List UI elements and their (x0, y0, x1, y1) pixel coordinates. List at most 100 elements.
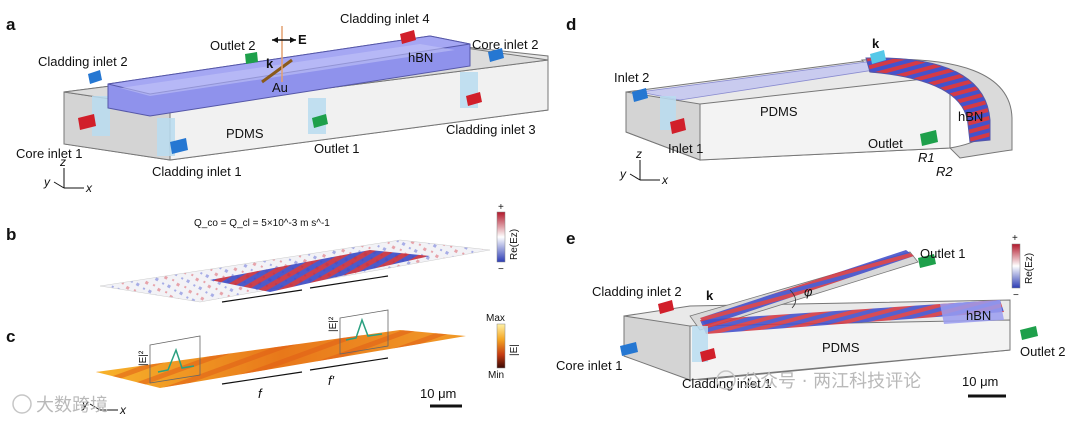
arrow-core-inlet-2 (488, 48, 504, 62)
watermark-wechat-icon (716, 370, 736, 390)
colorbar-b-plus: + (498, 202, 504, 213)
axes-triad-a: z x y (43, 155, 93, 195)
label-hbn-d: hBN (958, 109, 983, 124)
axes-triad-c: x y (81, 397, 127, 417)
colorbar-e-minus: − (1013, 290, 1019, 301)
label-pdms-a: PDMS (226, 126, 264, 141)
label-pdms-e: PDMS (822, 340, 860, 355)
watermark-left-text: 大数跨境 (36, 395, 108, 416)
e2-plane-right (339, 309, 389, 355)
label-inlet-1-d: Inlet 1 (668, 141, 703, 156)
scalebar-c-label: 10 μm (420, 386, 456, 401)
e2-profile-right (345, 317, 383, 341)
colorbar-e-plus: + (1012, 233, 1018, 244)
colorbar-b (496, 211, 506, 263)
panel-e-letter: e (566, 229, 575, 248)
e2-profile-left (157, 347, 195, 373)
arrow-outlet-1-e (918, 254, 936, 268)
hbn-curve-field-d (865, 57, 991, 143)
arrow-k-d (870, 50, 886, 64)
panel-b: b Q_co = Q_cl = 5×10^-3 m s^-1 + − Re(Ez… (6, 202, 520, 303)
arrow-outlet-2 (245, 52, 258, 64)
label-cladding-inlet-2: Cladding inlet 2 (38, 54, 128, 69)
watermark-right: 公众号 · 两江科技评论 (716, 370, 921, 392)
label-f: f (258, 386, 263, 401)
label-outlet-2: Outlet 2 (210, 38, 256, 53)
label-cladding-inlet-1-a: Cladding inlet 1 (152, 164, 242, 179)
panel-a-letter: a (6, 15, 16, 34)
arrow-fprime-b (309, 275, 389, 289)
arrow-core-inlet-1 (78, 114, 96, 130)
arrow-inlet-2-d (632, 88, 648, 102)
e2-label-right: |E|² (328, 316, 339, 332)
arrow-inlet-1-d (670, 118, 686, 134)
label-r2: R2 (936, 164, 953, 179)
svg-text:x: x (661, 173, 669, 187)
label-outlet-1-a: Outlet 1 (314, 141, 360, 156)
label-core-inlet-2: Core inlet 2 (472, 37, 538, 52)
label-au: Au (272, 80, 288, 95)
svg-text:z: z (59, 155, 66, 169)
field-stripes-b (210, 250, 430, 292)
e2-plane-left (149, 335, 201, 384)
arrow-f-c (221, 371, 303, 385)
label-cladding-inlet-4: Cladding inlet 4 (340, 11, 430, 26)
arrow-cladding-inlet-3 (466, 92, 482, 106)
svg-text:y: y (81, 397, 89, 411)
colorbar-b-minus: − (498, 264, 504, 275)
arrow-fprime-c (309, 357, 389, 371)
arrow-core-inlet-1-e (620, 342, 638, 356)
label-phi: φ (804, 284, 813, 299)
arrow-f-b (221, 289, 303, 303)
label-cladding-inlet-2-e: Cladding inlet 2 (592, 284, 682, 299)
label-r1: R1 (918, 150, 935, 165)
arrow-cladding-inlet-1 (170, 138, 188, 154)
colorbar-c-max: Max (486, 313, 505, 324)
arrow-outlet-2-e (1020, 326, 1038, 340)
svg-text:x: x (119, 403, 127, 417)
panel-c: c |E|² |E|² f f′ Max Min |E| 10 μm x y (6, 309, 520, 417)
axes-triad-d: z x y (619, 147, 669, 187)
arrow-cladding-inlet-4 (400, 30, 416, 44)
label-core-inlet-1-e: Core inlet 1 (556, 358, 622, 373)
window-cladding-inlet-1 (157, 118, 175, 156)
hbn-channel-a (120, 44, 455, 96)
label-hbn-e: hBN (966, 308, 991, 323)
label-k-a: k (266, 56, 274, 71)
scalebar-e-label: 10 μm (962, 374, 998, 389)
panel-b-letter: b (6, 225, 16, 244)
label-core-inlet-1: Core inlet 1 (16, 146, 82, 161)
panel-c-letter: c (6, 327, 15, 346)
label-k-d: k (872, 36, 880, 51)
watermark-left: 大数跨境 (12, 394, 108, 416)
arrow-cladding-inlet-2 (88, 70, 102, 84)
branch-upper-field-e (700, 250, 914, 326)
label-outlet-1-e: Outlet 1 (920, 246, 966, 261)
panel-d: d k Inlet 2 PDMS hBN Inlet 1 Outlet R1 R… (566, 15, 1013, 187)
panel-a: a Cladding inlet 4 Outlet 2 E Core (6, 11, 549, 195)
equation-b: Q_co = Q_cl = 5×10^-3 m s^-1 (194, 218, 330, 229)
label-pdms-d: PDMS (760, 104, 798, 119)
colorbar-e (1011, 243, 1021, 289)
window-core-inlet-1 (92, 96, 110, 136)
panel-e: e Outlet 1 Cladding inlet 2 k φ hBN Core… (556, 229, 1066, 398)
arrow-cladding-inlet-2-e (658, 300, 674, 314)
colorbar-c (496, 323, 506, 369)
branch-lower-field-e (700, 300, 1004, 334)
arrow-outlet-d (920, 130, 938, 146)
colorbar-b-label: Re(Ez) (509, 229, 520, 260)
colorbar-c-min: Min (488, 370, 504, 381)
label-e-field: E (298, 32, 307, 47)
arrow-cladding-inlet-1-e (700, 348, 716, 362)
phi-arc (789, 289, 796, 309)
svg-text:x: x (85, 181, 93, 195)
colorbar-e-label: Re(Ez) (1024, 253, 1035, 284)
hbn-block-e (940, 300, 1004, 324)
au-strip (261, 58, 293, 84)
label-inlet-2-d: Inlet 2 (614, 70, 649, 85)
label-fprime: f′ (328, 373, 335, 388)
label-hbn-a: hBN (408, 50, 433, 65)
svg-text:z: z (635, 147, 642, 161)
label-outlet-d: Outlet (868, 136, 903, 151)
panel-d-letter: d (566, 15, 576, 34)
